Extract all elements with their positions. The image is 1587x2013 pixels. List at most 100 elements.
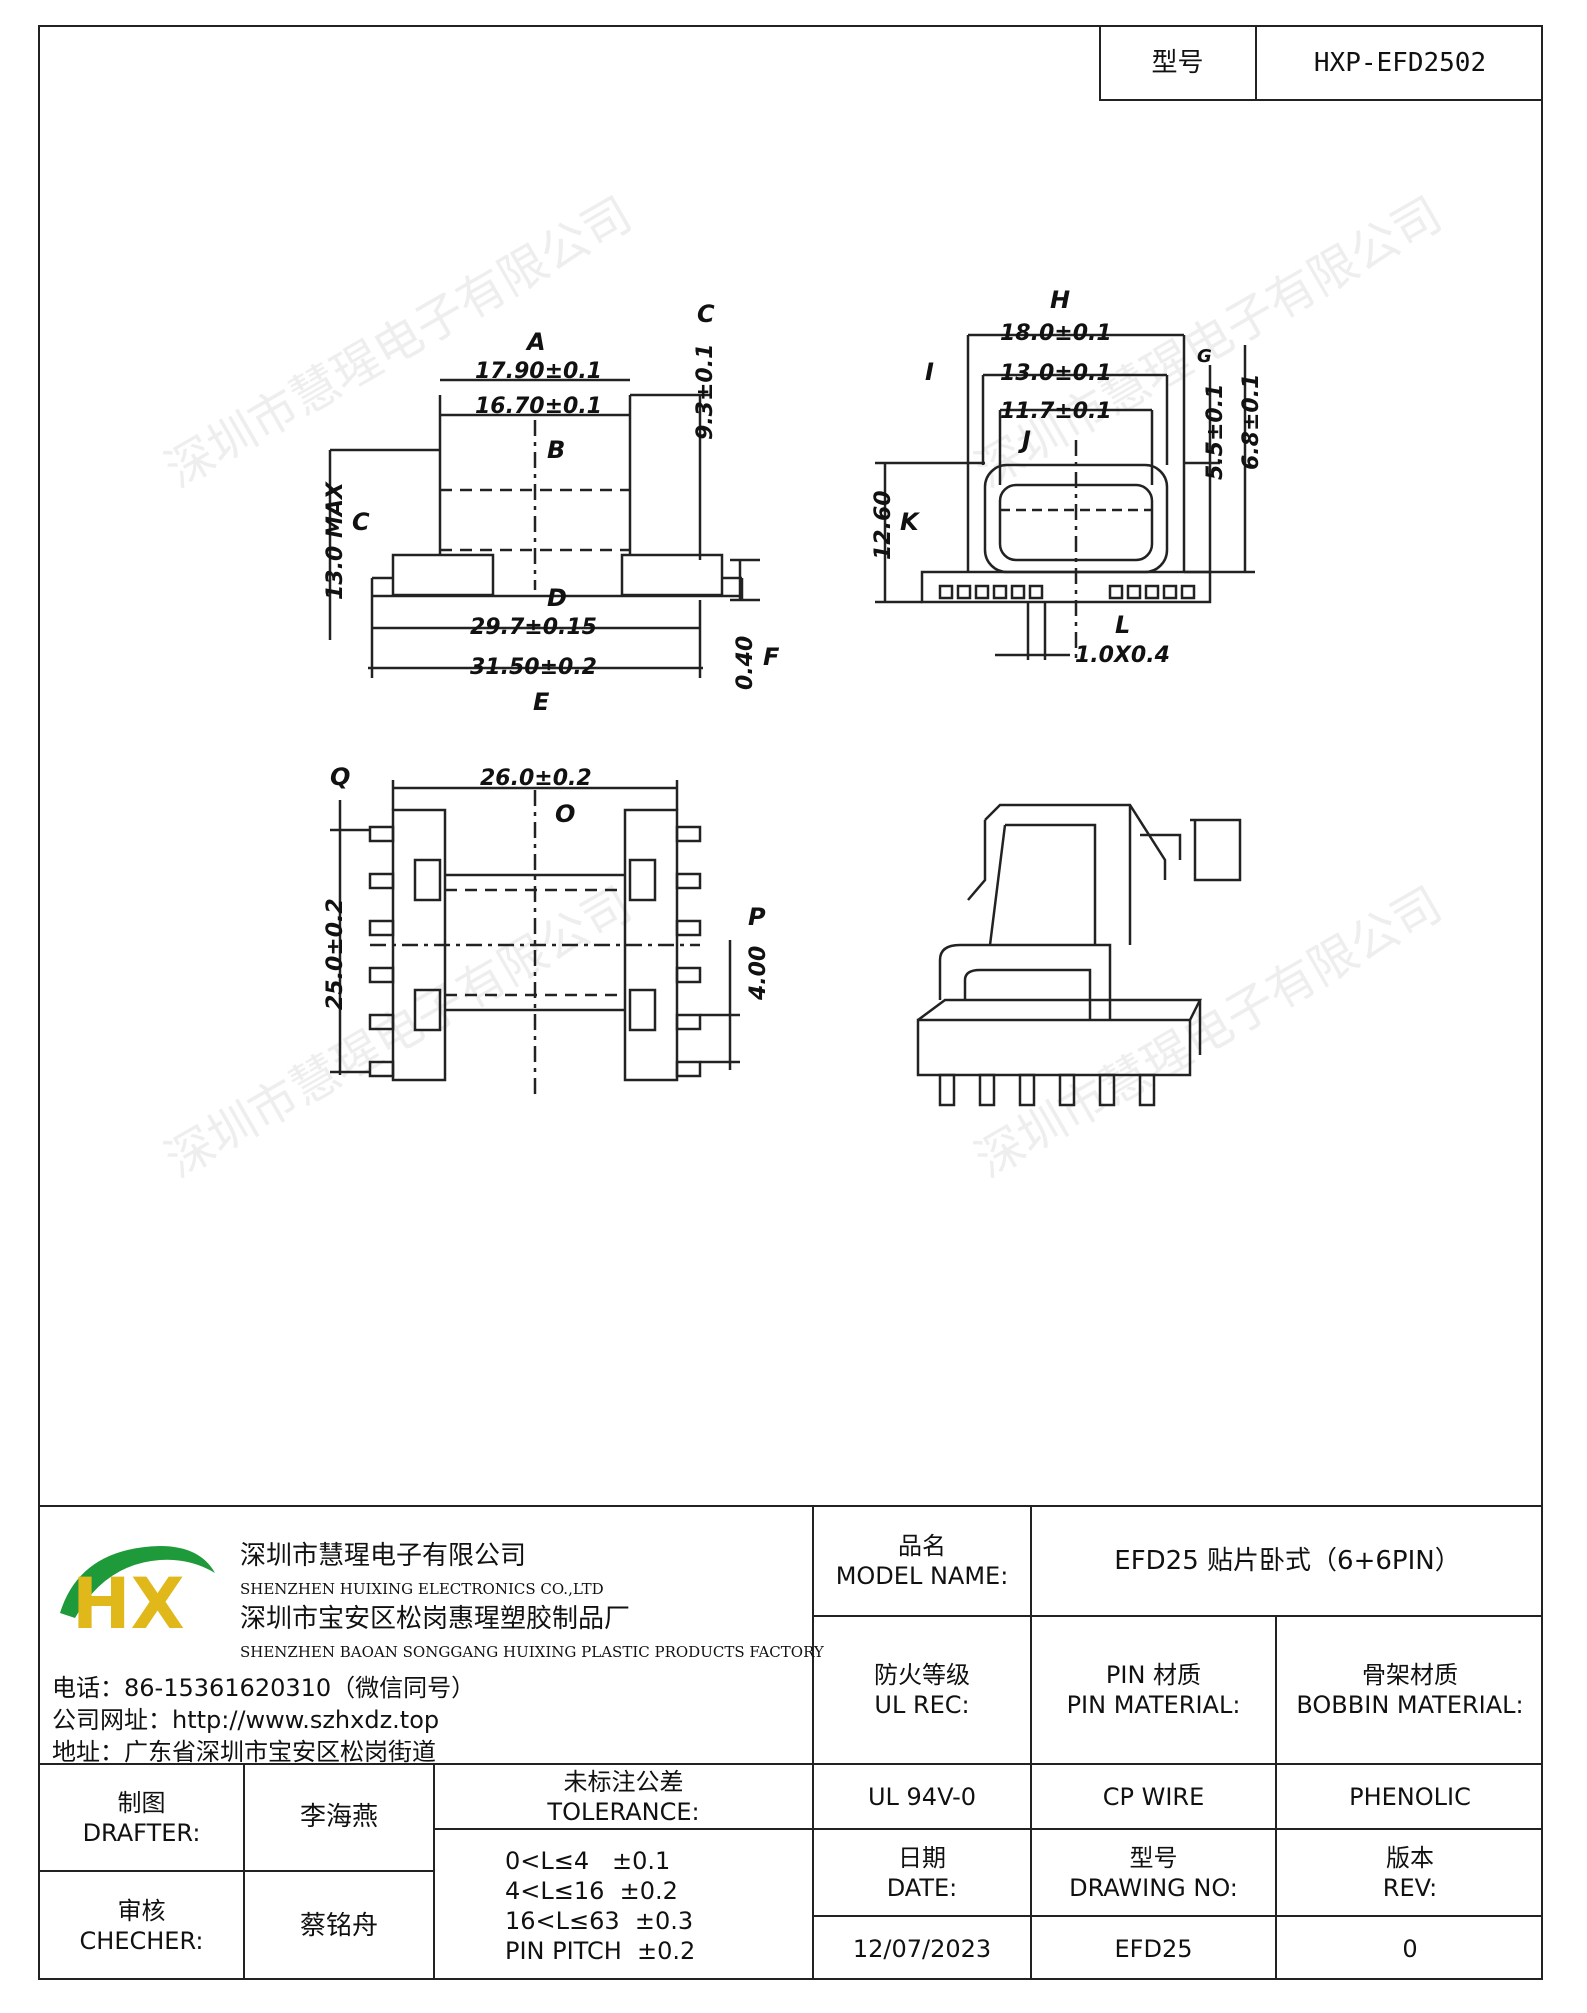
- dim-q: 25.0±0.2: [323, 898, 348, 1010]
- tolerance-line: 0<L≤4 ±0.1: [505, 1847, 671, 1875]
- top-view: [330, 780, 740, 1100]
- tolerance-table: 0<L≤4 ±0.1 4<L≤16 ±0.2 16<L≤63 ±0.3 PIN …: [505, 1832, 805, 1980]
- label-q: Q: [330, 763, 350, 791]
- col-line-1: [1030, 1505, 1032, 1980]
- pin-material-label: PIN 材质 PIN MATERIAL:: [1032, 1617, 1275, 1763]
- ul-en: UL REC:: [874, 1691, 970, 1719]
- bobbin-material-value: PHENOLIC: [1349, 1782, 1471, 1811]
- model-value: HXP-EFD2502: [1313, 47, 1487, 78]
- side-view-labels: 18.0±0.1 13.0±0.1 11.7±0.1 5.5±0.1 6.8±0…: [871, 286, 1264, 668]
- row-line-2: [38, 1763, 1543, 1765]
- date-cn: 日期: [898, 1843, 946, 1872]
- bobbin-material-label: 骨架材质 BOBBIN MATERIAL:: [1277, 1617, 1543, 1763]
- company-name-en: SHENZHEN HUIXING ELECTRONICS CO.,LTD: [240, 1580, 604, 1598]
- dim-d: 29.7±0.15: [470, 615, 597, 640]
- label-c2: C: [352, 508, 370, 536]
- label-i: I: [925, 358, 934, 386]
- label-h: H: [1050, 286, 1070, 314]
- model-name-en: MODEL NAME:: [835, 1562, 1009, 1590]
- factory-name-en: SHENZHEN BAOAN SONGGANG HUIXING PLASTIC …: [240, 1643, 824, 1661]
- ul-value: UL 94V-0: [867, 1782, 977, 1811]
- side-pins: [938, 584, 1196, 600]
- date-value: 12/07/2023: [852, 1934, 992, 1963]
- dim-g2: 6.8±0.1: [1239, 374, 1264, 470]
- dim-b: 16.70±0.1: [475, 394, 602, 419]
- dim-p: 4.00: [746, 946, 771, 1001]
- label-c: C: [697, 300, 715, 328]
- label-a: A: [525, 328, 546, 356]
- row-line-4: [812, 1915, 1543, 1917]
- technical-drawing: 17.90±0.1 16.70±0.1 29.7±0.15 31.50±0.2 …: [323, 286, 1264, 1107]
- dim-max: 13.0 MAX: [323, 481, 348, 600]
- checker-label: 审核 CHECHER:: [40, 1872, 243, 1980]
- model-name-label: 品名 MODEL NAME:: [814, 1507, 1030, 1615]
- header-divider: [1255, 25, 1257, 101]
- col-line-tolerance: [433, 1763, 435, 1980]
- dim-f: 0.40: [733, 636, 758, 690]
- title-block-top-line: [38, 1505, 1543, 1507]
- label-p: P: [748, 903, 766, 931]
- pin-material-value: CP WIRE: [1102, 1782, 1205, 1811]
- bobbin-cn: 骨架材质: [1362, 1661, 1458, 1689]
- ul-cn: 防火等级: [874, 1661, 970, 1689]
- bobbin-en: BOBBIN MATERIAL:: [1296, 1691, 1524, 1719]
- dim-a: 17.90±0.1: [475, 359, 602, 384]
- label-o: O: [555, 800, 575, 828]
- label-g: G: [1197, 346, 1212, 367]
- pin-cn: PIN 材质: [1105, 1661, 1202, 1689]
- label-f: F: [763, 643, 780, 671]
- side-view: [875, 333, 1255, 660]
- hx-logo-icon: HX: [60, 1546, 215, 1645]
- model-label: 型号: [1151, 47, 1204, 78]
- iso-pins: [938, 1073, 1156, 1107]
- tolerance-line: 4<L≤16 ±0.2: [505, 1877, 678, 1905]
- row-line-drafter: [38, 1870, 433, 1872]
- label-e: E: [533, 688, 550, 716]
- tolerance-label: 未标注公差 TOLERANCE:: [435, 1765, 812, 1828]
- rev-label: 版本 REV:: [1277, 1830, 1543, 1915]
- checker-en: CHECHER:: [79, 1927, 204, 1955]
- label-k: K: [900, 508, 921, 536]
- drafter-en: DRAFTER:: [82, 1818, 201, 1847]
- front-view-labels: 17.90±0.1 16.70±0.1 29.7±0.15 31.50±0.2 …: [323, 300, 780, 716]
- company-website[interactable]: 公司网址：http://www.szhxdz.top: [52, 1706, 440, 1734]
- factory-name-cn: 深圳市宝安区松岗惠瑆塑胶制品厂: [240, 1604, 631, 1634]
- dim-k: 12.60: [871, 490, 896, 560]
- dim-h: 18.0±0.1: [1000, 321, 1112, 346]
- drawing-no-value: EFD25: [1114, 1934, 1193, 1963]
- tolerance-line: 16<L≤63 ±0.3: [505, 1907, 694, 1935]
- row-line-1: [812, 1615, 1543, 1617]
- date-en: DATE:: [886, 1873, 958, 1902]
- checker-value: 蔡铭舟: [299, 1910, 378, 1941]
- tolerance-line: PIN PITCH ±0.2: [505, 1937, 696, 1965]
- model-name-cn: 品名: [898, 1532, 946, 1560]
- model-name-value: EFD25 贴片卧式（6+6PIN）: [1114, 1545, 1461, 1576]
- drafter-label: 制图 DRAFTER:: [40, 1765, 243, 1870]
- drawing-no-cn: 型号: [1129, 1843, 1178, 1872]
- company-name-cn: 深圳市慧瑆电子有限公司: [240, 1541, 527, 1571]
- dim-j: 11.7±0.1: [1000, 399, 1112, 424]
- tolerance-cn: 未标注公差: [563, 1767, 684, 1796]
- drawing-no-en: DRAWING NO:: [1069, 1873, 1238, 1902]
- top-view-labels: 26.0±0.2 25.0±0.2 4.00 Q O P: [323, 763, 771, 1010]
- label-l: L: [1115, 611, 1130, 639]
- title-block-divider: [812, 1505, 814, 1980]
- model-header-box: [1099, 25, 1543, 101]
- top-pins-right: [675, 825, 702, 1078]
- label-j: J: [1018, 426, 1031, 454]
- drafter-cn: 制图: [117, 1788, 166, 1817]
- isometric-view: [916, 803, 1242, 1107]
- rev-cn: 版本: [1386, 1843, 1434, 1872]
- drafter-value: 李海燕: [299, 1802, 378, 1833]
- row-line-3: [433, 1828, 1543, 1830]
- dim-i: 13.0±0.1: [1000, 361, 1112, 386]
- logo-text: HX: [72, 1563, 185, 1645]
- top-pins-left: [368, 825, 395, 1078]
- company-address: 地址：广东省深圳市宝安区松岗街道: [52, 1738, 436, 1766]
- label-d: D: [547, 584, 567, 612]
- company-logo: HX: [50, 1528, 220, 1648]
- dim-g1: 5.5±0.1: [1203, 384, 1228, 480]
- col-line-2: [1275, 1615, 1277, 1980]
- rev-en: REV:: [1382, 1873, 1438, 1902]
- drawing-no-label: 型号 DRAWING NO:: [1032, 1830, 1275, 1915]
